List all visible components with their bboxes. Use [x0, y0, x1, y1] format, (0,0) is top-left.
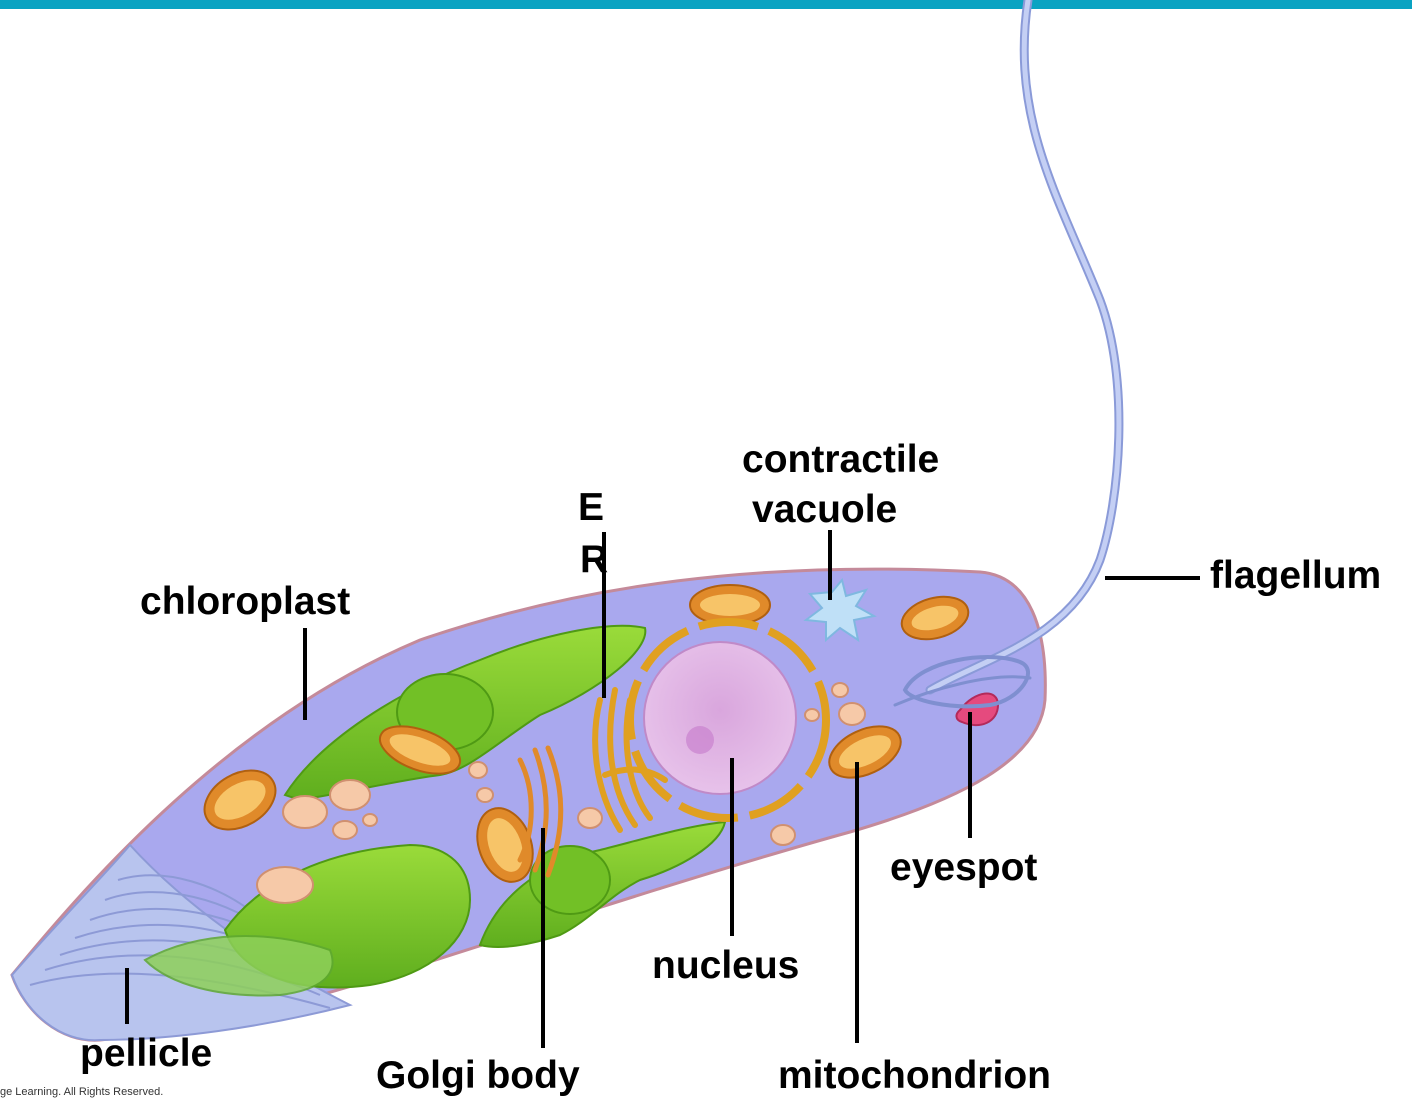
label-nucleus: nucleus	[652, 944, 799, 988]
label-er-line2: R	[580, 538, 608, 582]
label-contractile-line1: contractile	[742, 438, 939, 482]
label-er-line1: E	[578, 486, 604, 530]
label-golgi-body: Golgi body	[376, 1054, 580, 1098]
label-mitochondrion: mitochondrion	[778, 1054, 1051, 1098]
label-chloroplast: chloroplast	[140, 580, 350, 624]
label-contractile-line2: vacuole	[752, 488, 897, 532]
nucleus-shape	[630, 622, 826, 818]
label-eyespot: eyespot	[890, 846, 1037, 890]
copyright-text: ge Learning. All Rights Reserved.	[0, 1086, 163, 1098]
label-flagellum: flagellum	[1210, 554, 1381, 598]
label-pellicle: pellicle	[80, 1032, 212, 1076]
